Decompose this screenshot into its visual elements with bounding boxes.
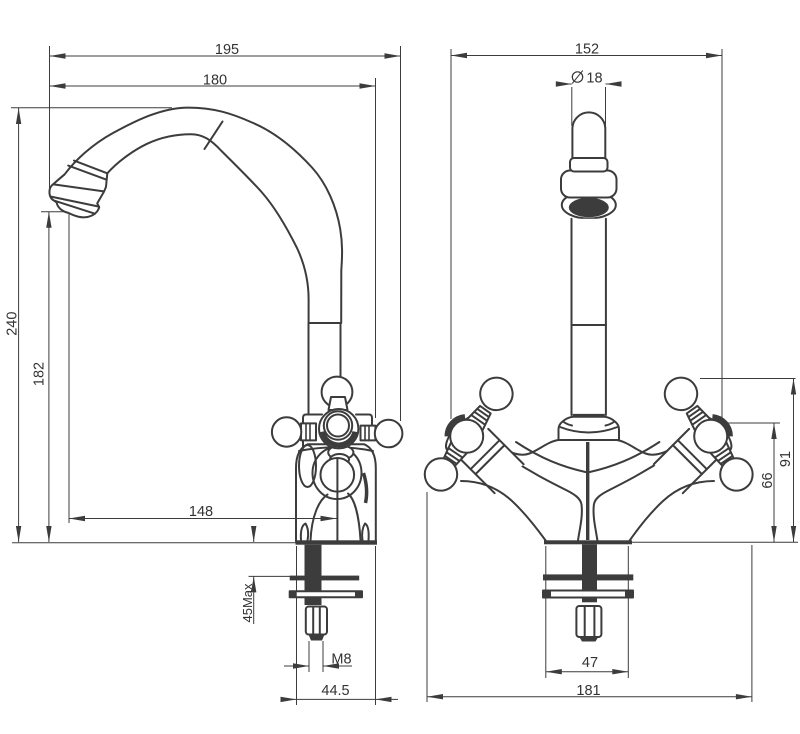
svg-text:240: 240: [4, 312, 20, 336]
svg-text:181: 181: [576, 683, 600, 699]
svg-text:18: 18: [586, 71, 602, 87]
svg-text:66: 66: [760, 472, 776, 488]
svg-text:47: 47: [582, 655, 598, 671]
svg-text:148: 148: [189, 504, 213, 520]
svg-text:45Max: 45Max: [240, 583, 255, 623]
svg-text:91: 91: [778, 451, 794, 467]
svg-text:44.5: 44.5: [321, 683, 349, 699]
svg-text:M8: M8: [331, 652, 351, 668]
svg-text:152: 152: [575, 42, 599, 58]
svg-text:195: 195: [215, 42, 239, 58]
svg-text:182: 182: [31, 362, 47, 386]
svg-text:180: 180: [203, 73, 227, 89]
